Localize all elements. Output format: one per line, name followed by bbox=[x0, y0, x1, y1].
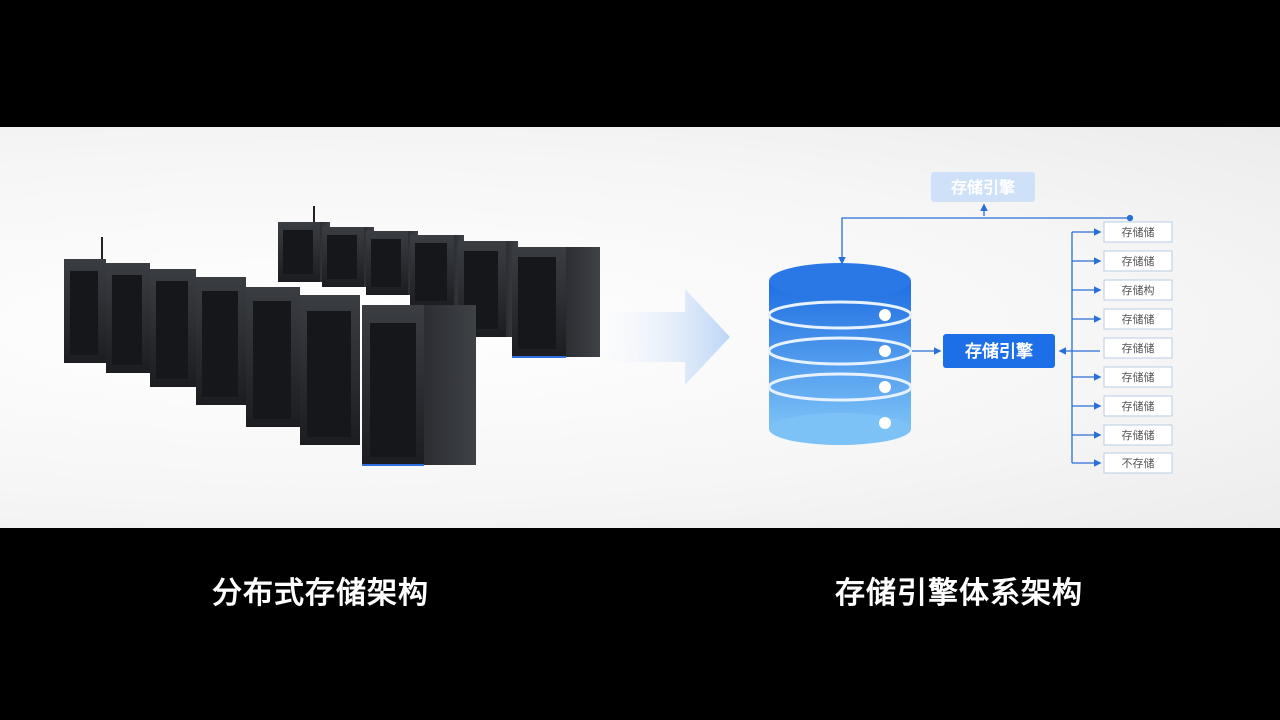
db-marker-icon bbox=[879, 381, 891, 393]
top-letterbox bbox=[0, 0, 1280, 127]
engine-node-label: 存储引擎 bbox=[965, 341, 1034, 362]
branch-item-label: 存储构 bbox=[1122, 283, 1155, 297]
caption-storage-engine: 存储引擎体系架构 bbox=[835, 576, 1083, 611]
branch-item-label: 存储储 bbox=[1122, 312, 1155, 326]
db-marker-icon bbox=[879, 345, 891, 357]
database-cylinder bbox=[767, 263, 913, 445]
branch-items: 存储储 存储储 存储构 存储储 存储储 存储储 存储储 存储储 不存储 bbox=[1103, 221, 1173, 474]
top-node-label: 存储引擎 bbox=[951, 178, 1016, 197]
caption-distributed-storage: 分布式存储架构 bbox=[212, 576, 429, 611]
top-node bbox=[931, 172, 1035, 202]
branch-item-label: 存储储 bbox=[1122, 428, 1155, 442]
bottom-letterbox bbox=[0, 528, 1280, 720]
branch-item-label: 不存储 bbox=[1122, 456, 1155, 470]
db-marker-icon bbox=[879, 417, 891, 429]
branch-item-label: 存储储 bbox=[1122, 225, 1155, 239]
db-marker-icon bbox=[879, 309, 891, 321]
branch-item-label: 存储储 bbox=[1122, 341, 1155, 355]
connector-lines bbox=[838, 203, 1134, 467]
engine-node bbox=[943, 334, 1055, 368]
illustration: 存储引擎 存储引擎 存储储 存储储 存储构 存储储 存储储 存储储 存储储 存储… bbox=[64, 172, 1173, 474]
server-racks-front-row bbox=[64, 237, 476, 466]
branch-item-label: 存储储 bbox=[1122, 370, 1155, 384]
transition-arrow bbox=[600, 289, 730, 385]
server-racks-back-row bbox=[278, 206, 600, 358]
branch-item-label: 存储储 bbox=[1122, 254, 1155, 268]
branch-item-label: 存储储 bbox=[1122, 399, 1155, 413]
